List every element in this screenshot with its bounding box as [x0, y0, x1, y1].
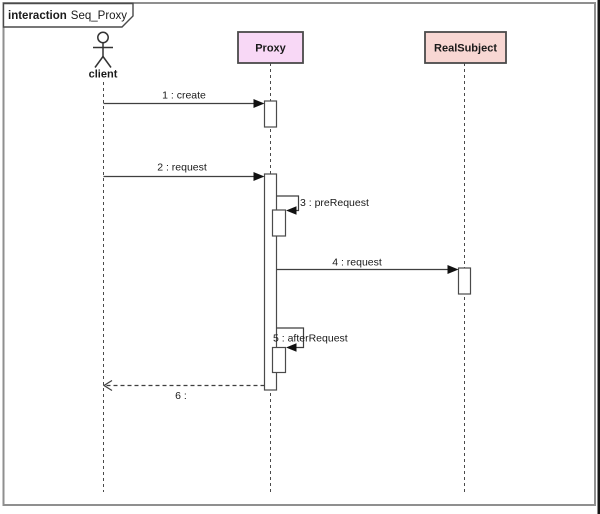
message-6-return: 6 :	[102, 379, 265, 402]
open-arrowhead-icon	[102, 379, 113, 392]
lifeline-head-proxy: Proxy	[237, 31, 304, 64]
sync-arrowhead-icon	[253, 99, 265, 108]
frame-keyword: interaction	[8, 10, 67, 22]
message-1-create: 1 : create	[103, 90, 265, 108]
message-label: 5 : afterRequest	[273, 333, 348, 345]
screenshot-right-edge	[597, 0, 600, 514]
lifeline-label-realsubject: RealSubject	[434, 43, 497, 55]
message-3-prerequest: 3 : preRequest	[276, 195, 369, 215]
frame-label-tab	[2, 2, 134, 28]
proxy-box	[237, 31, 304, 64]
self-message-line	[276, 327, 305, 349]
activation-realsubject-request	[457, 267, 472, 295]
message-label: 6 :	[175, 390, 187, 402]
message-5-afterrequest: 5 : afterRequest	[273, 327, 348, 352]
activation-proxy-afterrequest	[271, 346, 287, 374]
actor-client: client	[89, 31, 118, 81]
message-label: 4 : request	[332, 257, 382, 269]
diagram-frame	[2, 2, 596, 506]
activation-proxy-prerequest	[271, 209, 287, 237]
actor-icon	[93, 31, 113, 68]
activation-proxy-create	[263, 100, 278, 128]
lifeline-label-client: client	[89, 69, 118, 81]
frame-label: interaction Seq_Proxy	[8, 10, 127, 22]
lifeline-head-realsubject: RealSubject	[424, 31, 507, 64]
realsubject-box	[424, 31, 507, 64]
message-label: 3 : preRequest	[300, 197, 369, 209]
sync-arrowhead-icon	[253, 172, 265, 181]
message-2-request: 2 : request	[103, 162, 265, 181]
message-label: 1 : create	[162, 90, 206, 102]
sync-arrowhead-icon	[286, 206, 297, 215]
sync-arrowhead-icon	[286, 343, 297, 352]
frame-name: Seq_Proxy	[71, 10, 128, 22]
self-message-line	[276, 195, 300, 212]
lifeline-label-proxy: Proxy	[255, 43, 286, 55]
sync-arrowhead-icon	[447, 265, 459, 274]
message-4-request: 4 : request	[276, 257, 459, 274]
message-label: 2 : request	[157, 162, 207, 174]
